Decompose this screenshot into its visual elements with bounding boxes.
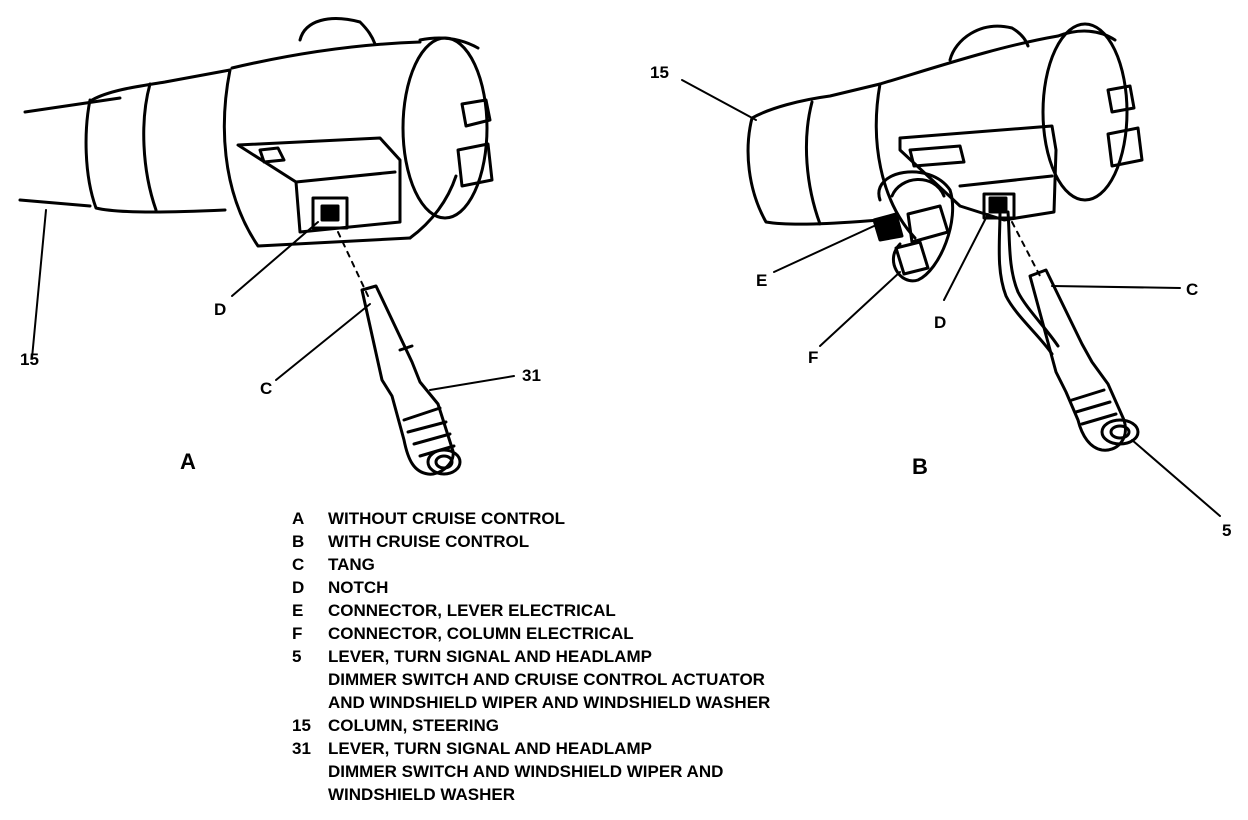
- callout-b-lever: 5: [1222, 521, 1232, 540]
- switch-housing-b: [874, 24, 1060, 240]
- switch-box-a: [236, 136, 402, 234]
- callout-b-tang: C: [1186, 280, 1199, 299]
- legend-text: WITHOUT CRUISE CONTROL: [328, 509, 566, 528]
- legend-text: WINDSHIELD WASHER: [328, 785, 515, 804]
- legend-item: B WITH CRUISE CONTROL: [292, 530, 932, 553]
- column-boot-a: [84, 68, 232, 214]
- legend-text: WITH CRUISE CONTROL: [328, 532, 530, 551]
- legend-key: 15: [292, 716, 311, 735]
- leader-c-b: [1051, 285, 1181, 289]
- legend-text: TANG: [328, 555, 375, 574]
- legend-item: D NOTCH: [292, 576, 932, 599]
- leader-31-a: [429, 375, 515, 391]
- legend-key: A: [292, 509, 305, 528]
- leader-d-b: [943, 213, 989, 301]
- leader-15-a: [31, 209, 47, 359]
- legend-text: CONNECTOR, LEVER ELECTRICAL: [328, 601, 616, 620]
- legend: A WITHOUT CRUISE CONTROL B WITH CRUISE C…: [292, 507, 932, 806]
- legend-key: 31: [292, 739, 311, 758]
- view-a-illustration: [18, 17, 515, 476]
- alignment-line-a: [337, 231, 369, 297]
- cap-bolt-a: [456, 98, 494, 188]
- switch-housing-a: [222, 17, 422, 248]
- legend-key: B: [292, 532, 305, 551]
- legend-key: F: [292, 624, 303, 643]
- leader-c-a: [275, 303, 371, 381]
- legend-item: 31 LEVER, TURN SIGNAL AND HEADLAMP DIMME…: [292, 737, 932, 806]
- callout-a-column: 15: [20, 350, 39, 369]
- lever-b: [1028, 268, 1127, 452]
- legend-text: LEVER, TURN SIGNAL AND HEADLAMP: [328, 647, 652, 666]
- leader-f-b: [819, 271, 901, 347]
- legend-text: LEVER, TURN SIGNAL AND HEADLAMP: [328, 739, 652, 758]
- callout-b-lever-connector: E: [756, 271, 768, 290]
- legend-text: NOTCH: [328, 578, 389, 597]
- wiring-harness-b: [877, 170, 1060, 356]
- callout-a-tang: C: [260, 379, 273, 398]
- callout-b-notch: D: [934, 313, 947, 332]
- legend-key: E: [292, 601, 304, 620]
- legend-item: 5 LEVER, TURN SIGNAL AND HEADLAMP DIMMER…: [292, 645, 932, 714]
- legend-text: AND WINDSHIELD WIPER AND WINDSHIELD WASH…: [328, 693, 771, 712]
- view-label-a: A: [180, 449, 196, 474]
- callout-b-column: 15: [650, 63, 669, 82]
- callout-a-notch: D: [214, 300, 227, 319]
- legend-item: C TANG: [292, 553, 932, 576]
- legend-key: D: [292, 578, 305, 597]
- legend-key: C: [292, 555, 305, 574]
- view-label-b: B: [912, 454, 928, 479]
- callout-b-column-connector: F: [808, 348, 819, 367]
- switch-box-b: [898, 124, 1058, 222]
- column-boot-b: [746, 82, 882, 226]
- legend-item: E CONNECTOR, LEVER ELECTRICAL: [292, 599, 932, 622]
- legend-text: DIMMER SWITCH AND CRUISE CONTROL ACTUATO…: [328, 670, 765, 689]
- end-cap-a: [401, 36, 489, 220]
- legend-text: CONNECTOR, COLUMN ELECTRICAL: [328, 624, 634, 643]
- legend-text: COLUMN, STEERING: [328, 716, 499, 735]
- lever-a: [360, 284, 455, 476]
- view-b-illustration: [681, 22, 1221, 517]
- end-cap-b: [1041, 22, 1129, 202]
- column-connector-b: [894, 204, 950, 276]
- steering-column-a: [18, 96, 122, 208]
- notch-a: [311, 196, 349, 230]
- leader-15-b: [681, 79, 757, 121]
- alignment-line-b: [1011, 221, 1041, 277]
- leader-d-a: [231, 221, 319, 297]
- legend-item: F CONNECTOR, COLUMN ELECTRICAL: [292, 622, 932, 645]
- callout-a-lever: 31: [522, 366, 541, 385]
- lever-connector-b: [872, 212, 904, 242]
- leader-5-b: [1131, 439, 1221, 517]
- legend-key: 5: [292, 647, 302, 666]
- leader-e-b: [773, 225, 875, 273]
- cap-bolt-b: [1106, 84, 1144, 168]
- legend-item: 15 COLUMN, STEERING: [292, 714, 932, 737]
- legend-text: DIMMER SWITCH AND WINDSHIELD WIPER AND: [328, 762, 724, 781]
- legend-item: A WITHOUT CRUISE CONTROL: [292, 507, 932, 530]
